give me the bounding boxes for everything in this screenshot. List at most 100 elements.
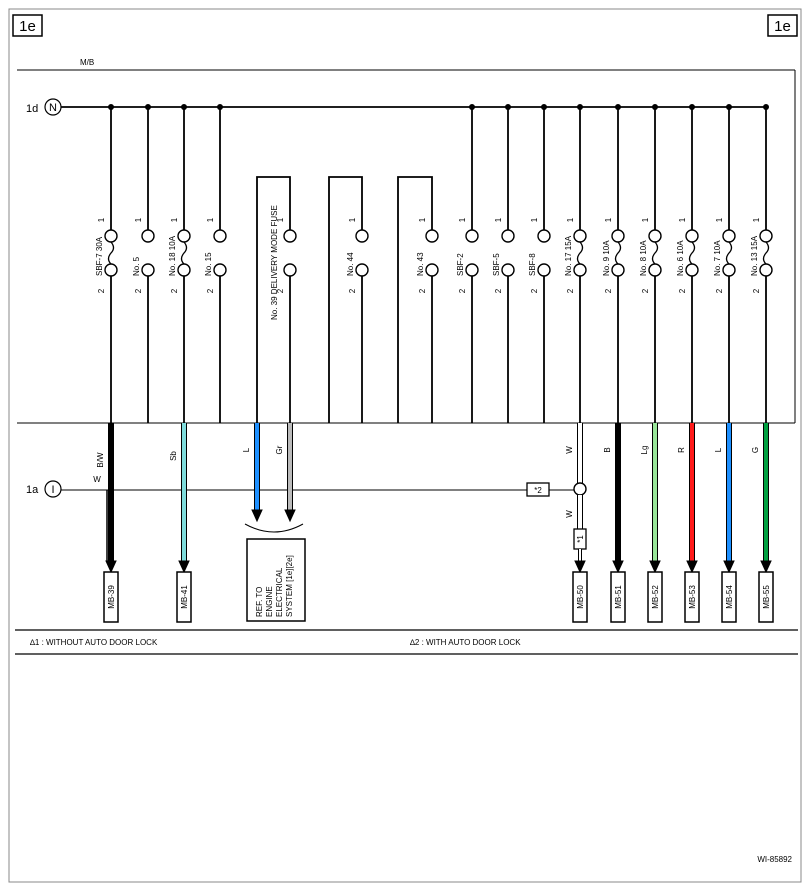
connector-label: MB-54 [725, 585, 734, 609]
ref-i-symbol: I [51, 484, 54, 496]
fuse-pin-1: 1 [97, 217, 106, 222]
ref-n-label: 1d [26, 103, 38, 115]
connector-mb53: MB-53 [684, 571, 700, 623]
mark-1-text: *1 [576, 535, 585, 543]
engine-ref-bracket [244, 523, 304, 533]
fuse-terminal [104, 263, 118, 277]
fuse-name: No. 44 [346, 252, 355, 276]
fuse-pin-1: 1 [276, 217, 285, 222]
wire-gr-engine: Gr [275, 423, 293, 510]
engine-reference-box: REF. TO ENGINE ELECTRICAL SYSTEM [1e][2e… [246, 538, 306, 622]
wire-label: W [565, 510, 574, 518]
fuse-pin-1: 1 [494, 217, 503, 222]
fuse-pin-1: 1 [418, 217, 427, 222]
fuse-element [651, 241, 659, 265]
fuse-name: SBF-8 [528, 253, 537, 276]
fuse-element [576, 241, 584, 265]
fuse-element [614, 241, 622, 265]
fuse-name: No. 13 15A [750, 235, 759, 276]
fuse-terminal [213, 229, 227, 243]
connector-mb52: MB-52 [647, 571, 663, 623]
fuse-name: SBF-2 [456, 253, 465, 276]
fuse-pin-2: 2 [530, 288, 539, 293]
fuse-name: No. 8 10A [639, 240, 648, 276]
wire-bw: B/W [96, 423, 114, 561]
note-without-auto-door-lock: ∆1 : WITHOUT AUTO DOOR LOCK [30, 638, 158, 647]
fuse-terminal [722, 263, 736, 277]
connector-mb55: MB-55 [758, 571, 774, 623]
fuse-terminal [141, 263, 155, 277]
connector-label: MB-41 [180, 585, 189, 609]
wire-arrow [178, 560, 190, 574]
wire-label: L [242, 447, 251, 452]
wire-w-lower: W [565, 495, 583, 529]
fuse-pin-2: 2 [752, 288, 761, 293]
wire-arrow [105, 560, 117, 574]
connector-mb39: MB-39 [103, 571, 119, 623]
corner-tag-right: 1e [767, 14, 798, 37]
wire-l-engine: L [242, 423, 260, 510]
fuse-no43: 1 2 No. 43 [416, 217, 439, 423]
fuse-terminal [501, 263, 515, 277]
fuse-terminal [648, 229, 662, 243]
fuse-terminal [355, 229, 369, 243]
connector-label: MB-52 [651, 585, 660, 609]
fuse-name: SBF-5 [492, 253, 501, 276]
connector-label: MB-55 [762, 585, 771, 609]
wire-label: Lg [640, 446, 649, 455]
wire-l-mb54: L [714, 423, 732, 561]
wire-arrow [284, 509, 296, 523]
wire-arrow [760, 560, 772, 574]
wire-label: B/W [96, 452, 105, 468]
fuse-name: No. 43 [416, 252, 425, 276]
ref-box-line-3: ELECTRICAL [275, 567, 284, 617]
connector-label: MB-53 [688, 585, 697, 609]
fuse-pin-1: 1 [458, 217, 467, 222]
fuse-terminal [611, 229, 625, 243]
fuse-feed-loop [328, 176, 363, 423]
wire-junction [573, 482, 587, 496]
fuse-pin-1: 1 [170, 217, 179, 222]
fuse-pin-1: 1 [678, 217, 687, 222]
fuse-terminal [759, 263, 773, 277]
wire-label: Sb [169, 451, 178, 461]
fuse-pin-2: 2 [418, 288, 427, 293]
fuse-pin-1: 1 [715, 217, 724, 222]
connector-mb50: MB-50 [572, 571, 588, 623]
figure-id: WI-85892 [757, 855, 792, 864]
wire-arrow [574, 560, 586, 574]
fuse-terminal [213, 263, 227, 277]
mark-2-text: *2 [534, 486, 542, 495]
fuse-pin-2: 2 [604, 288, 613, 293]
wire-w-upper: W [565, 423, 583, 483]
connector-label: MB-39 [107, 585, 116, 609]
fuse-terminal [177, 229, 191, 243]
ref-i-circle [44, 480, 62, 498]
fuse-terminal [283, 263, 297, 277]
fuse-terminal [425, 229, 439, 243]
fuse-pin-1: 1 [641, 217, 650, 222]
fuse-pin-2: 2 [97, 288, 106, 293]
mb-label: M/B [80, 58, 94, 67]
fuse-pin-2: 2 [678, 288, 687, 293]
ref-box-line-2: ENGINE [265, 586, 274, 617]
fuse-feed-loop [256, 176, 291, 423]
wire-lg: Lg [640, 423, 658, 561]
wire-label: W [93, 475, 101, 484]
connector-mb41: MB-41 [176, 571, 192, 623]
fuse-pin-2: 2 [458, 288, 467, 293]
mark-1: *1 [573, 528, 587, 550]
fuse-sbf2: 1 2 SBF-2 [456, 107, 479, 423]
fuse-pin-2: 2 [641, 288, 650, 293]
wire-label: B [603, 447, 612, 452]
wire-label: Gr [275, 445, 284, 454]
fuse-element [180, 241, 188, 265]
